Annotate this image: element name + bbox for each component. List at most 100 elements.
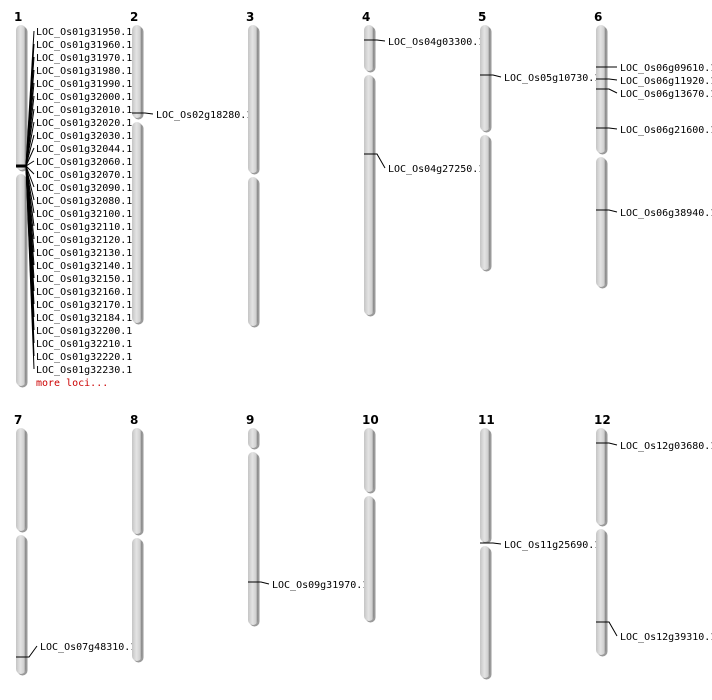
chromosome-1[interactable]: 1LOC_Os01g31950.1LOC_Os01g31960.1LOC_Os0… [14,10,132,389]
marker-line [596,127,618,130]
locus-label[interactable]: LOC_Os01g32120.1 [36,235,132,246]
chromosome-number: 9 [246,413,254,427]
locus-label[interactable]: LOC_Os06g38940.1 [620,208,712,219]
chromosome-number: 1 [14,10,22,24]
locus-label[interactable]: LOC_Os01g31970.1 [36,53,132,64]
chromosome-long-arm [364,496,374,621]
locus-label[interactable]: LOC_Os01g32044.1 [36,144,132,155]
chromosome-number: 2 [130,10,138,24]
marker-line [25,134,35,167]
chromosome-long-arm [596,529,606,655]
locus-label[interactable]: LOC_Os01g32130.1 [36,248,132,259]
chromosome-long-arm [16,535,26,674]
locus-label[interactable]: LOC_Os05g10730.1 [504,73,600,84]
chromosome-short-arm [248,428,258,448]
locus-label[interactable]: LOC_Os01g32140.1 [36,261,132,272]
chromosome-number: 4 [362,10,370,24]
chromosome-number: 11 [478,413,495,427]
marker-line [596,209,618,213]
locus-label[interactable]: LOC_Os07g48310.1 [40,642,136,653]
marker-line [132,112,154,115]
chromosome-long-arm [132,122,142,323]
chromosome-long-arm [132,538,142,661]
marker-line [364,39,386,42]
chromosome-short-arm [16,25,26,170]
chromosome-short-arm [480,428,490,542]
marker-line [480,542,502,545]
chromosome-short-arm [132,428,142,534]
locus-label[interactable]: LOC_Os01g32160.1 [36,287,132,298]
chromosome-short-arm [364,25,374,71]
locus-label[interactable]: LOC_Os12g39310.1 [620,632,712,643]
locus-label[interactable]: LOC_Os11g25690.1 [504,540,600,551]
chromosome-8[interactable]: 8 [130,413,144,663]
locus-label[interactable]: LOC_Os01g32090.1 [36,183,132,194]
locus-label[interactable]: LOC_Os01g32210.1 [36,339,132,350]
locus-label[interactable]: LOC_Os01g32010.1 [36,105,132,116]
locus-label[interactable]: LOC_Os01g32184.1 [36,313,132,324]
marker-line [25,121,35,167]
chromosome-long-arm [596,157,606,287]
chromosome-long-arm [16,174,26,386]
locus-label[interactable]: LOC_Os01g32020.1 [36,118,132,129]
locus-label[interactable]: LOC_Os06g11920.1 [620,76,712,87]
chromosome-short-arm [132,25,142,118]
locus-label[interactable]: LOC_Os04g03300.1 [388,37,484,48]
chromosome-short-arm [364,428,374,492]
locus-label[interactable]: LOC_Os01g32060.1 [36,157,132,168]
chromosome-6[interactable]: 6LOC_Os06g09610.1LOC_Os06g11920.1LOC_Os0… [594,10,712,289]
marker-line [596,78,618,81]
chromosome-long-arm [248,177,258,326]
marker-line [16,645,38,658]
chromosome-short-arm [248,25,258,173]
locus-label[interactable]: LOC_Os12g03680.1 [620,441,712,452]
locus-label[interactable]: LOC_Os01g32000.1 [36,92,132,103]
chromosome-3[interactable]: 3 [246,10,260,328]
locus-label[interactable]: LOC_Os01g32230.1 [36,365,132,376]
locus-label[interactable]: LOC_Os01g31990.1 [36,79,132,90]
marker-line [25,165,35,175]
chromosome-number: 7 [14,413,22,427]
locus-label[interactable]: LOC_Os01g32070.1 [36,170,132,181]
locus-label[interactable]: LOC_Os01g31950.1 [36,27,132,38]
locus-label[interactable]: LOC_Os01g31960.1 [36,40,132,51]
locus-label[interactable]: LOC_Os01g32110.1 [36,222,132,233]
locus-label[interactable]: LOC_Os06g21600.1 [620,125,712,136]
chromosome-number: 10 [362,413,379,427]
chromosome-short-arm [16,428,26,531]
marker-line [596,442,618,446]
chromosome-long-arm [364,75,374,315]
locus-label[interactable]: LOC_Os01g32030.1 [36,131,132,142]
locus-label[interactable]: LOC_Os01g32170.1 [36,300,132,311]
locus-label[interactable]: LOC_Os09g31970.1 [272,580,368,591]
locus-label[interactable]: LOC_Os02g18280.1 [156,110,252,121]
chromosome-long-arm [248,452,258,625]
more-loci-link[interactable]: more loci... [36,378,108,389]
locus-label[interactable]: LOC_Os01g32100.1 [36,209,132,220]
locus-label[interactable]: LOC_Os01g32150.1 [36,274,132,285]
locus-label[interactable]: LOC_Os01g32220.1 [36,352,132,363]
locus-label[interactable]: LOC_Os01g31980.1 [36,66,132,77]
chromosome-number: 8 [130,413,138,427]
chromosome-short-arm [480,25,490,131]
locus-label[interactable]: LOC_Os04g27250.1 [388,164,484,175]
chromosome-long-arm [480,546,490,678]
chromosome-number: 3 [246,10,254,24]
locus-label[interactable]: LOC_Os06g13670.1 [620,89,712,100]
locus-label[interactable]: LOC_Os01g32080.1 [36,196,132,207]
marker-line [25,160,35,167]
chromosome-10[interactable]: 10 [362,413,379,623]
marker-line [480,74,502,78]
chromosome-number: 12 [594,413,611,427]
locus-label[interactable]: LOC_Os01g32200.1 [36,326,132,337]
marker-line [596,88,618,94]
locus-label[interactable]: LOC_Os06g09610.1 [620,63,712,74]
